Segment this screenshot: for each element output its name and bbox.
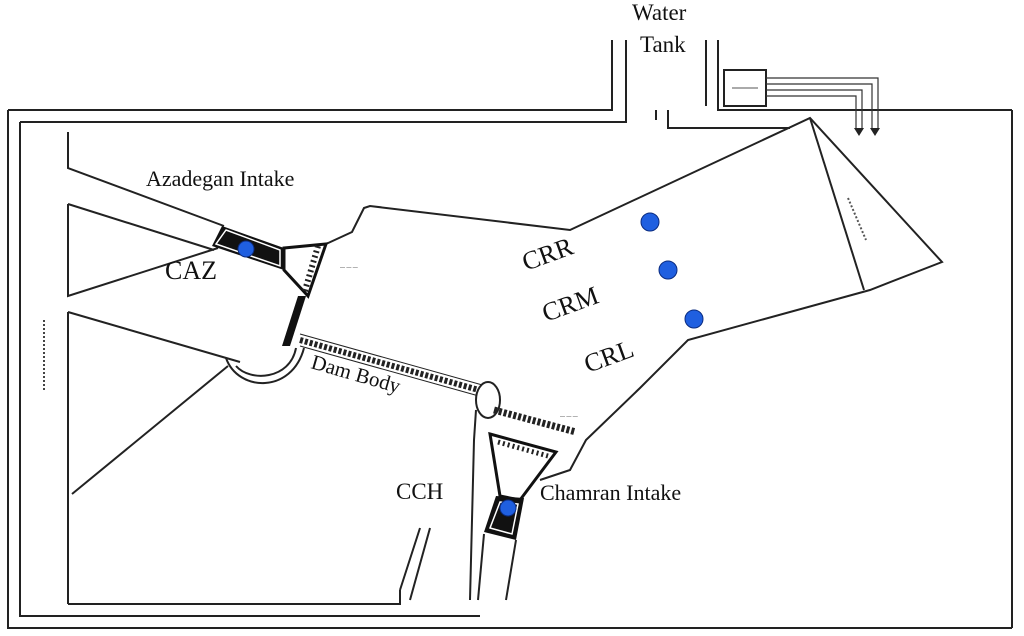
sensor-cch — [499, 499, 517, 517]
label-cch: CCH — [396, 479, 443, 504]
reservoir: — — — — — — — [325, 116, 944, 481]
label-caz: CAZ — [165, 256, 217, 285]
label-azadegan-intake: Azadegan Intake — [146, 166, 294, 191]
label-dam-body: Dam Body — [309, 350, 404, 398]
left-channels — [43, 132, 401, 605]
sensor-crl — [684, 309, 704, 329]
label-water-tank-line2: Tank — [640, 32, 686, 57]
label-crl: CRL — [580, 334, 637, 379]
chamran-intake-structure — [60, 409, 559, 617]
label-chamran-intake: Chamran Intake — [540, 480, 681, 505]
outer-boundary — [7, 40, 1013, 629]
svg-text:— — —: — — — — [560, 414, 578, 420]
svg-text:— — —: — — — — [340, 265, 358, 271]
label-water-tank-line1: Water — [632, 0, 687, 25]
sensor-crm — [658, 260, 678, 280]
diagram-labels: Water Tank Azadegan Intake CAZ CRR CRM C… — [146, 0, 687, 505]
sensor-caz — [237, 240, 255, 258]
label-crm: CRM — [538, 281, 602, 328]
water-tank-box — [723, 69, 880, 136]
sensor-markers — [237, 212, 704, 517]
label-crr: CRR — [518, 231, 577, 276]
sensor-crr — [640, 212, 660, 232]
dam-body-crest — [299, 333, 577, 436]
